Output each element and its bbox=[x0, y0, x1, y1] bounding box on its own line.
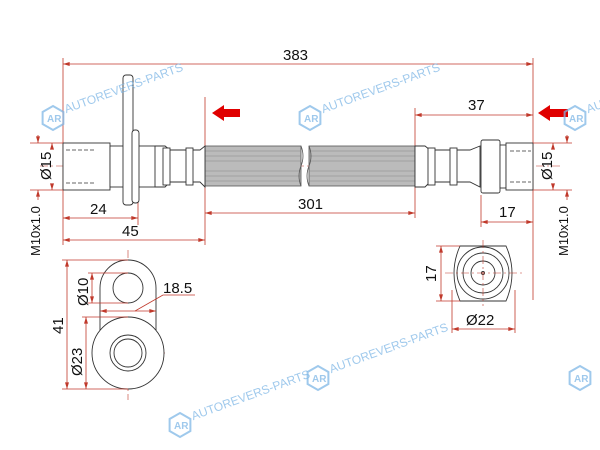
hose bbox=[204, 145, 416, 187]
svg-text:AR: AR bbox=[174, 421, 189, 432]
left-fitting bbox=[62, 74, 206, 206]
svg-text:AR: AR bbox=[569, 114, 584, 125]
dim-hose-length: 301 bbox=[298, 196, 323, 213]
svg-text:AUTOREVERS-PARTS: AUTOREVERS-PARTS bbox=[327, 320, 450, 376]
svg-text:AUTOREVERS-PARTS: AUTOREVERS-PARTS bbox=[189, 367, 312, 423]
dim-left-fitting-length: 45 bbox=[122, 223, 139, 240]
dim-bracket-width: 18.5 bbox=[163, 280, 192, 297]
svg-text:AR: AR bbox=[47, 114, 62, 125]
dim-bracket-hole: Ø10 bbox=[75, 278, 92, 306]
dim-end-diameter: Ø22 bbox=[466, 312, 494, 329]
svg-text:AR: AR bbox=[312, 374, 327, 385]
dim-right-fitting-length: 37 bbox=[468, 97, 485, 114]
right-thread-label: M10x1.0 bbox=[556, 206, 571, 256]
right-diameter-label: Ø15 bbox=[539, 152, 556, 180]
bracket-view: 41 Ø10 Ø23 18.5 bbox=[50, 250, 195, 400]
right-direction-arrow bbox=[538, 105, 568, 121]
dim-left-flange-offset: 24 bbox=[90, 201, 107, 218]
dim-bracket-ring: Ø23 bbox=[69, 348, 86, 376]
svg-text:AUTOREVERS-PARTS: AUTOREVERS-PARTS bbox=[584, 60, 600, 116]
dim-overall-length: 383 bbox=[283, 47, 308, 64]
svg-text:AUTOREVERS-PARTS: AUTOREVERS-PARTS bbox=[319, 60, 442, 116]
right-fitting bbox=[414, 139, 534, 194]
dim-right-nut-length: 17 bbox=[499, 204, 516, 221]
left-diameter-label: Ø15 bbox=[38, 152, 55, 180]
dim-end-height: 17 bbox=[423, 265, 440, 282]
svg-text:AR: AR bbox=[574, 374, 589, 385]
end-view: 17 Ø22 bbox=[423, 240, 522, 333]
dim-bracket-height: 41 bbox=[50, 317, 67, 334]
left-direction-arrow bbox=[212, 105, 240, 121]
left-thread-label: M10x1.0 bbox=[28, 206, 43, 256]
svg-text:AR: AR bbox=[304, 114, 319, 125]
